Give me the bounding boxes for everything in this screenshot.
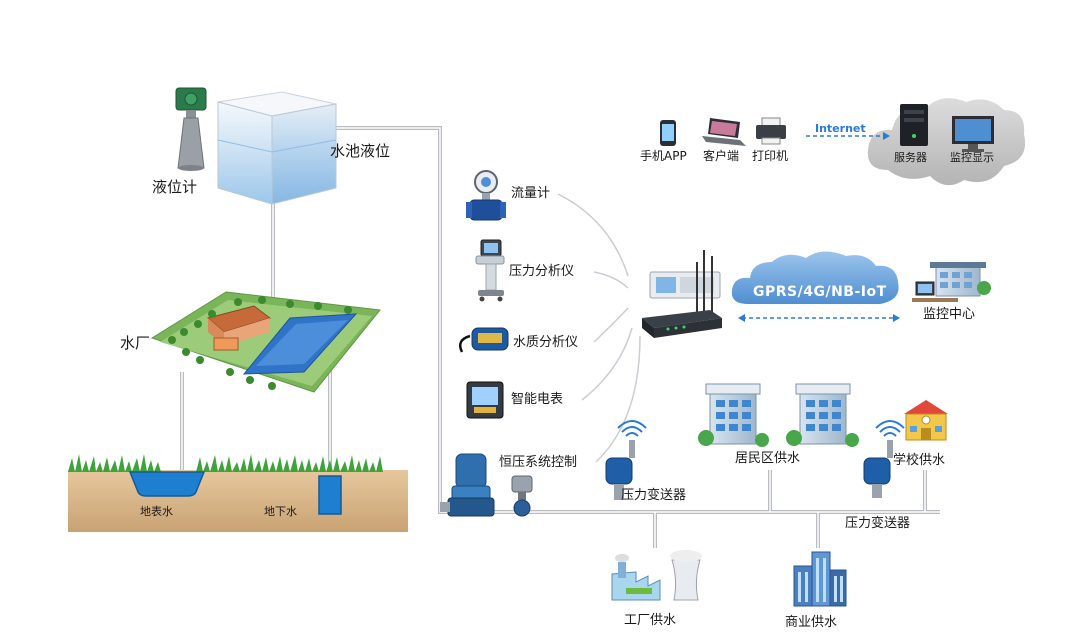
label-server: 服务器 <box>894 151 927 164</box>
building-icon <box>698 383 769 447</box>
label-pressure-transmitter-1: 压力变送器 <box>621 488 687 503</box>
pipe-main <box>336 126 940 514</box>
flow-meter-icon <box>466 170 506 221</box>
label-client: 客户端 <box>703 149 740 163</box>
server-cloud <box>867 98 1026 186</box>
smart-meter-icon <box>466 381 504 419</box>
label-pressure-analyzer: 压力分析仪 <box>509 264 575 279</box>
building-icon <box>786 383 859 447</box>
transmitter-icon <box>605 440 635 500</box>
label-constant-pressure-control: 恒压系统控制 <box>499 455 578 470</box>
device-links <box>557 193 641 463</box>
skyscraper-icon <box>793 551 847 607</box>
ground-section <box>68 454 408 532</box>
level-radar-icon <box>175 87 207 171</box>
label-flow-meter: 流量计 <box>511 186 551 201</box>
server-icon <box>900 104 928 146</box>
water-plant-icon <box>150 291 381 393</box>
network-cloud <box>731 251 899 304</box>
laptop-icon <box>702 118 746 146</box>
rtu-gateway-icon <box>642 250 722 338</box>
monitoring-center-icon <box>912 262 991 302</box>
label-water-quality-analyzer: 水质分析仪 <box>513 335 579 350</box>
water-tank-icon <box>217 91 337 205</box>
transmitter-icon <box>863 440 893 498</box>
label-internet: Internet <box>815 122 866 135</box>
label-groundwater: 地下水 <box>264 505 297 518</box>
label-surface-water: 地表水 <box>140 505 173 518</box>
label-smart-meter: 智能电表 <box>511 392 564 407</box>
wifi-icon <box>617 420 647 437</box>
groundwater-well <box>318 475 342 515</box>
label-school-supply: 学校供水 <box>893 453 946 468</box>
label-network-cloud: GPRS/4G/NB-IoT <box>753 284 887 300</box>
factory-icon <box>611 550 702 601</box>
label-printer: 打印机 <box>752 149 789 163</box>
label-monitoring-center: 监控中心 <box>923 307 976 322</box>
label-factory-supply: 工厂供水 <box>624 613 677 628</box>
phone-icon <box>660 120 676 146</box>
pressure-analyzer-icon <box>475 239 505 302</box>
label-tank-level: 水池液位 <box>330 142 391 160</box>
monitor-icon <box>952 116 994 152</box>
wifi-icon <box>875 420 905 437</box>
label-level-meter: 液位计 <box>152 178 198 196</box>
valve-icon <box>511 475 533 517</box>
school-icon <box>904 400 948 441</box>
label-pressure-transmitter-2: 压力变送器 <box>845 516 911 531</box>
pump-icon <box>440 453 495 517</box>
label-mobile-app: 手机APP <box>640 149 687 163</box>
label-commercial-supply: 商业供水 <box>785 615 838 630</box>
water-quality-icon <box>459 327 509 353</box>
label-water-plant: 水厂 <box>120 334 151 352</box>
label-monitor-display: 监控显示 <box>950 151 994 164</box>
printer-icon <box>756 117 786 145</box>
label-residential-supply: 居民区供水 <box>735 451 801 466</box>
surface-water-pond <box>128 471 206 497</box>
